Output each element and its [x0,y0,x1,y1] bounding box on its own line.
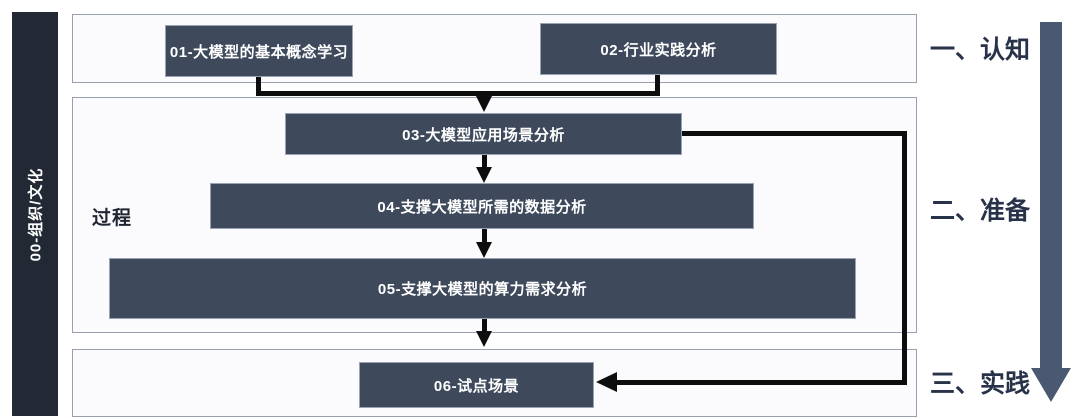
stage-label-cognition: 一、认知 [930,36,1031,64]
feedback-vertical [902,131,907,385]
arrow-down-into-06-icon [476,331,492,347]
stage-label-practice: 三、实践 [930,370,1031,398]
org-culture-label: 00-组织/文化 [27,167,45,261]
connector-01-down [256,76,261,93]
connector-04-05 [482,229,487,244]
node-06-pilot-scenario: 06-试点场景 [359,362,594,408]
connector-05-06 [482,319,487,333]
feedback-03-horizontal [682,131,907,136]
node-05-compute-requirements: 05-支撑大模型的算力需求分析 [109,258,856,319]
connector-merge-horizontal [256,91,660,96]
org-culture-bar: 00-组织/文化 [12,12,58,416]
timeline-arrow-head-icon [1031,368,1071,402]
connector-02-down [655,74,660,93]
node-04-data-analysis: 04-支撑大模型所需的数据分析 [210,183,754,229]
node-01-basic-concepts: 01-大模型的基本概念学习 [165,25,353,77]
feedback-06-horizontal [617,380,907,385]
arrow-down-into-04-icon [476,167,492,183]
connector-03-04 [482,155,487,169]
stage-label-preparation: 二、准备 [930,197,1031,225]
arrow-down-into-05-icon [476,242,492,258]
arrow-left-into-06-icon [596,372,617,392]
arrow-down-into-03-icon [476,96,492,112]
node-02-industry-practice: 02-行业实践分析 [540,23,777,75]
node-03-application-scenarios: 03-大模型应用场景分析 [285,113,682,155]
timeline-arrow-shaft [1040,22,1062,368]
process-label: 过程 [92,208,133,229]
